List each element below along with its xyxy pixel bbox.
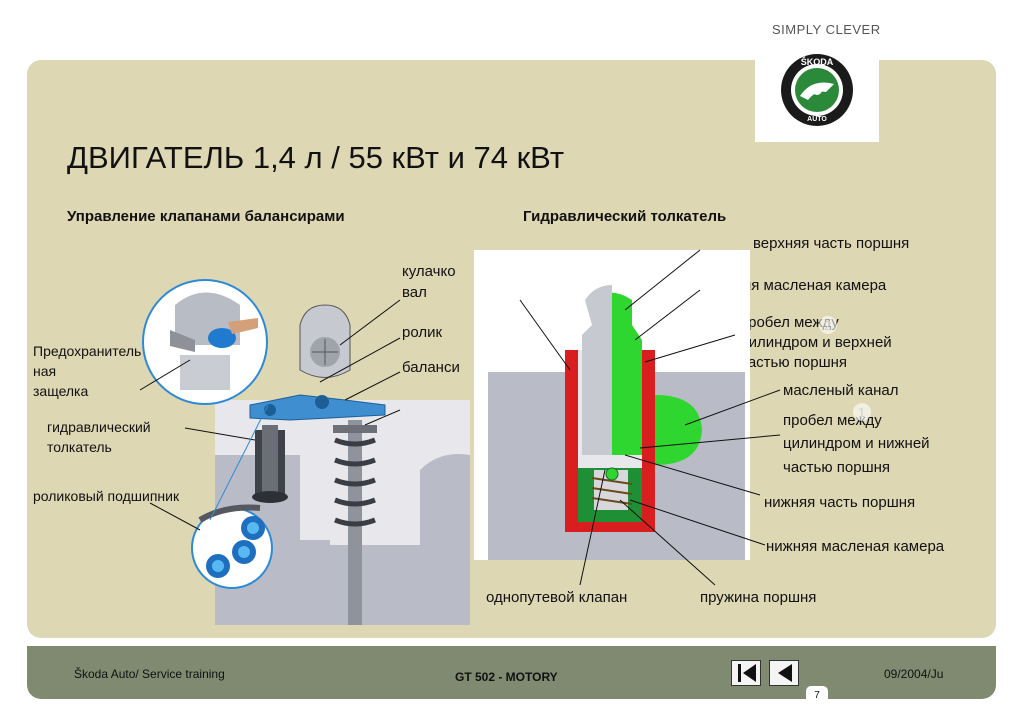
label-check-valve: однопутевой клапан <box>486 589 628 606</box>
footer-course-code: GT 502 - MOTORY <box>455 670 558 684</box>
label-gap-lower-3: частью поршня <box>783 459 891 476</box>
label-clip-2: ная <box>33 363 57 379</box>
label-gap-upper-2: цилиндром и верхней <box>740 334 892 351</box>
label-gap-upper-1: пробел между <box>740 314 839 331</box>
label-roller-bearing: роликовый подшипник <box>33 488 180 504</box>
page-title: ДВИГАТЕЛЬ 1,4 л / 55 кВт и 74 кВт <box>67 140 565 175</box>
right-section-heading: Гидравлический толкатель <box>523 208 727 225</box>
marker-1: 1 <box>858 405 866 420</box>
page-number: 7 <box>806 686 828 706</box>
label-lower-oil-chamber: нижняя масленая камера <box>766 538 945 555</box>
label-piston-spring: пружина поршня <box>700 589 817 606</box>
footer-bar <box>27 646 996 699</box>
footer-date: 09/2004/Ju <box>884 667 944 681</box>
label-valve-stem: стержен <box>402 399 460 416</box>
label-gap-lower-2: цилиндром и нижней <box>783 435 930 452</box>
label-cylinder: цилиндр <box>488 284 548 301</box>
label-clip-3: защелка <box>33 383 89 399</box>
first-page-button[interactable] <box>731 660 761 686</box>
label-lower-piston: нижняя часть поршня <box>764 494 916 511</box>
label-gap-lower-1: пробел между <box>783 412 882 429</box>
label-clip-1: Предохранитель <box>33 343 142 359</box>
label-lifter-2: толкатель <box>47 439 112 455</box>
marker-2: 2 <box>824 318 832 333</box>
label-gap-upper-3: частью поршня <box>740 354 848 371</box>
footer-left-text: Škoda Auto/ Service training <box>74 667 225 681</box>
label-rocker: баланси <box>402 359 460 376</box>
logo-tab <box>755 42 879 142</box>
left-section-heading: Управление клапанами балансирами <box>67 208 345 225</box>
label-camshaft-2: вал <box>402 284 427 301</box>
slogan: SIMPLY CLEVER <box>772 22 881 37</box>
label-upper-oil-chamber: верхняя масленая камера <box>703 277 887 294</box>
label-oil-channel: масленый канал <box>783 382 899 399</box>
label-upper-piston: верхняя часть поршня <box>753 235 910 252</box>
previous-page-button[interactable] <box>769 660 799 686</box>
label-roller: ролик <box>402 324 443 341</box>
label-lifter-1: гидравлический <box>47 419 151 435</box>
label-camshaft-1: кулачко <box>402 263 456 280</box>
